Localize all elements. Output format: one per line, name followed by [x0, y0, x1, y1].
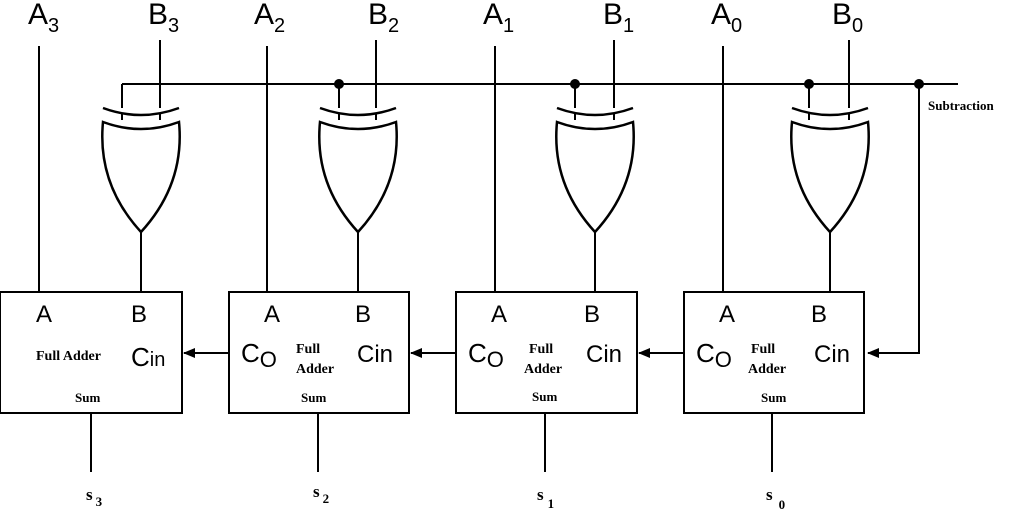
subtraction-label: Subtraction [928, 98, 995, 113]
input-label-b1: B1 [603, 0, 634, 37]
fa2-a-label: A [264, 301, 280, 328]
xor-gate-2 [318, 106, 398, 234]
fa1-sum-label: Sum [532, 389, 557, 404]
fa0-title-line2: Adder [748, 362, 786, 377]
fa2-co-label: CO [241, 338, 277, 372]
output-label-s0: s0 [766, 485, 785, 512]
input-label-b0: B0 [832, 0, 863, 37]
fa3-title: Full Adder [36, 349, 101, 364]
input-label-a2: A2 [254, 0, 285, 37]
fa2-sum-label: Sum [301, 390, 326, 405]
fa3-cin-label: Cin [131, 342, 165, 372]
fa2-b-label: B [355, 301, 371, 328]
fa1-cin-label: Cin [586, 341, 622, 368]
fa1-title-line1: Full [529, 342, 553, 357]
fa2-title-line1: Full [296, 342, 320, 357]
full-adder-0 [683, 291, 865, 414]
input-label-a0: A0 [711, 0, 742, 37]
full-adder-3 [0, 291, 183, 414]
fa1-co-label: CO [468, 338, 504, 372]
fa1-a-label: A [491, 301, 507, 328]
junction-dot [804, 79, 814, 89]
fa3-sum-label: Sum [75, 390, 100, 405]
fa1-title-line2: Adder [524, 362, 562, 377]
input-label-b3: B3 [148, 0, 179, 37]
full-adder-1 [455, 291, 638, 414]
fa0-a-label: A [719, 301, 735, 328]
fa0-cin-label: Cin [814, 341, 850, 368]
fa0-co-label: CO [696, 338, 732, 372]
fa2-cin-label: Cin [357, 341, 393, 368]
fa0-sum-label: Sum [761, 390, 786, 405]
full-adder-2 [228, 291, 410, 414]
xor-gate-0 [790, 106, 870, 234]
input-label-a1: A1 [483, 0, 514, 37]
fa0-title-line1: Full [751, 342, 775, 357]
junction-dot [334, 79, 344, 89]
xor-gate-3 [101, 106, 181, 234]
xor-gate-1 [555, 106, 635, 234]
input-label-a3: A3 [28, 0, 59, 37]
fa1-b-label: B [584, 301, 600, 328]
input-label-b2: B2 [368, 0, 399, 37]
fa0-b-label: B [811, 301, 827, 328]
junction-dot [570, 79, 580, 89]
fa3-b-label: B [131, 301, 147, 328]
subtraction-carry-in-wire [867, 84, 920, 358]
fa3-a-label: A [36, 301, 52, 328]
fa2-title-line2: Adder [296, 362, 334, 377]
